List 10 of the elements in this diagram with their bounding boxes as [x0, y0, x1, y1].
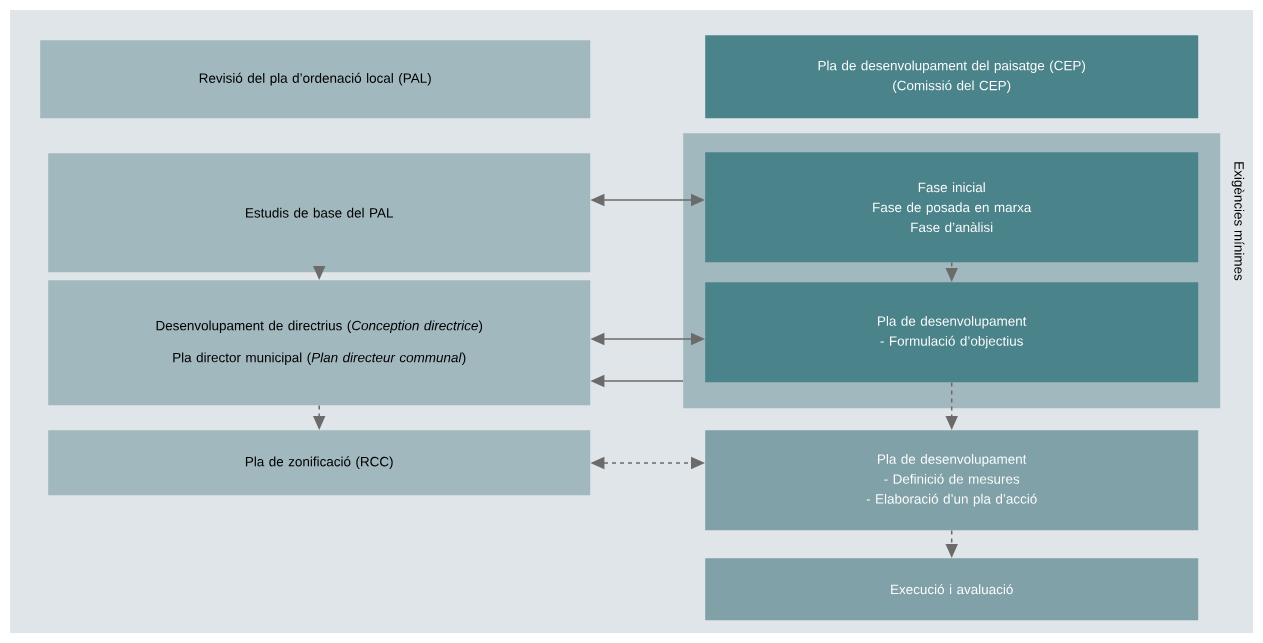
process-box: Pla de desenvolupament - Definició de mesures - Elaboració d’un pla d’acció [705, 430, 1199, 531]
process-box: Pla de desenvolupament - Formulació d’objectius [705, 282, 1199, 383]
process-box: Desenvolupament de directrius (Conception directrice) Pla director municipal (Plan directeur communal) [48, 280, 591, 406]
process-box: Pla de zonificació (RCC) [48, 430, 591, 496]
node-label: Exigències mínimes [1231, 162, 1245, 281]
process-box: Revisió del pla d’ordenació local (PAL) [40, 40, 591, 119]
process-box: Fase inicial Fase de posada en marxa Fase d’anàlisi [705, 152, 1199, 263]
process-box: Estudis de base del PAL [48, 153, 591, 273]
process-box: Execució i avaluació [705, 558, 1199, 621]
process-box: Pla de desenvolupament del paisatge (CEP) (Comissió del CEP) [705, 35, 1199, 119]
